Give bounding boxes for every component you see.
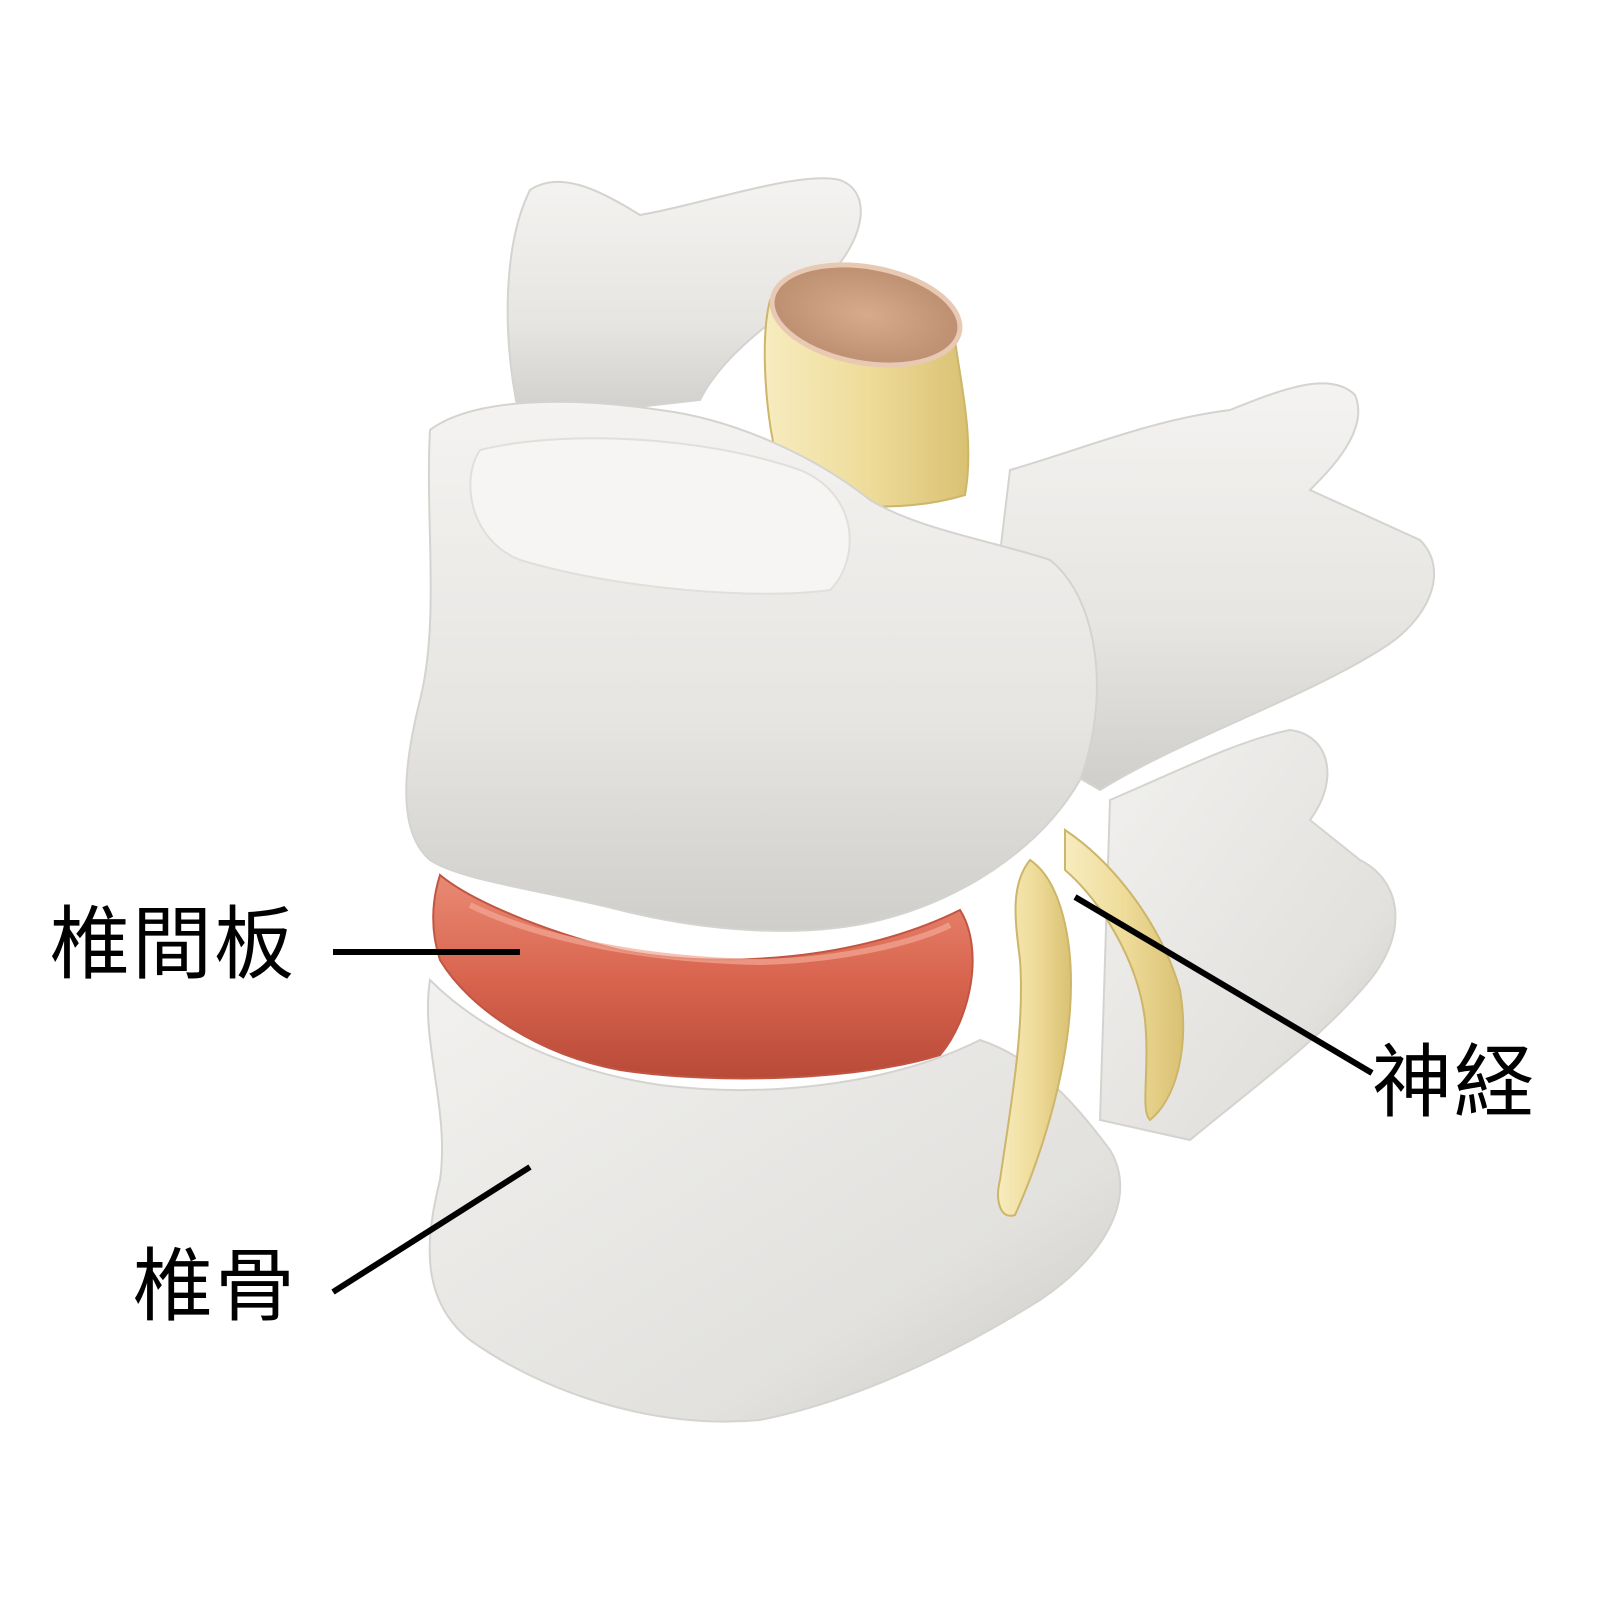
leader-line-nerve [1073,894,1374,1076]
spinal-cord-cut-surface [769,262,963,368]
nerve-root-right [1064,828,1185,1122]
nerve-root-left [997,858,1072,1217]
disc-highlight [468,902,952,966]
upper-vertebra-rear-process [506,177,862,422]
leader-line-vertebra [331,1164,532,1295]
label-intervertebral-disc: 椎間板 [50,898,296,991]
label-vertebra: 椎骨 [133,1240,297,1333]
label-nerve: 神経 [1372,1036,1536,1129]
lower-vertebral-body [426,977,1122,1423]
upper-vertebral-body-top-surface [469,437,851,595]
